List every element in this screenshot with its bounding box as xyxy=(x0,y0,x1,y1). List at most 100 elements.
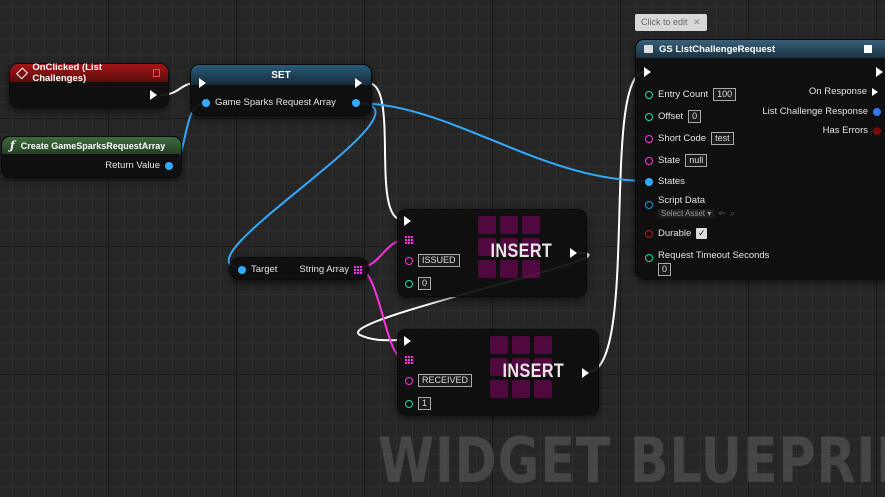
node-class-icon xyxy=(644,45,653,53)
entry-count-field[interactable]: 100 xyxy=(713,88,737,101)
array-wire xyxy=(227,102,377,269)
short-code-pin[interactable]: Short Code test xyxy=(645,132,734,145)
short-code-label: Short Code xyxy=(658,133,707,144)
return-value-pin[interactable]: Return Value xyxy=(105,160,173,171)
browse-search-icon[interactable]: ⌕ xyxy=(729,208,735,218)
object-pin-icon xyxy=(645,201,653,209)
bool-pin-icon xyxy=(645,229,653,238)
script-data-pin[interactable]: Script Data Select Asset ▾ ⇐ ⌕ xyxy=(645,195,735,219)
int-pin-icon xyxy=(645,112,653,121)
offset-label: Offset xyxy=(658,111,684,122)
return-value-label: Return Value xyxy=(105,160,160,171)
array-node-icon xyxy=(478,216,540,278)
string-pin-icon xyxy=(645,156,653,165)
entry-count-label: Entry Count xyxy=(658,89,709,100)
exec-out-pin[interactable] xyxy=(876,67,883,77)
array-pin-icon xyxy=(238,265,246,274)
use-selected-arrow-icon[interactable]: ⇐ xyxy=(718,208,726,218)
offset-field[interactable]: 0 xyxy=(688,110,702,123)
item-pin[interactable]: RECEIVED xyxy=(405,374,473,387)
delegate-pin-icon[interactable] xyxy=(152,69,161,77)
array-node-icon xyxy=(490,336,552,398)
entry-count-pin[interactable]: Entry Count 100 xyxy=(645,88,737,101)
has-errors-pin[interactable]: Has Errors xyxy=(823,125,881,136)
request-array-pin[interactable]: Game Sparks Request Array xyxy=(202,97,336,108)
int-pin-icon xyxy=(405,279,413,288)
insert-title: INSERT xyxy=(502,361,565,382)
create-array-function-node[interactable]: ƒ Create GameSparksRequestArray Return V… xyxy=(2,137,181,177)
chevron-down-icon: ▾ xyxy=(707,209,712,218)
item-value-field[interactable]: ISSUED xyxy=(418,254,460,267)
target-label: Target xyxy=(251,264,278,275)
index-pin[interactable]: 1 xyxy=(405,397,432,410)
function-icon: ƒ xyxy=(10,139,15,152)
durable-checkbox[interactable]: ✓ xyxy=(696,228,708,239)
exec-in-pin[interactable] xyxy=(404,216,411,226)
exec-in-pin[interactable] xyxy=(644,67,651,77)
select-asset-label: Select Asset xyxy=(661,209,706,218)
exec-out-pin[interactable] xyxy=(570,248,577,258)
durable-pin[interactable]: Durable ✓ xyxy=(645,228,708,239)
insert-title: INSERT xyxy=(490,241,553,262)
on-response-pin[interactable]: On Response xyxy=(809,86,878,97)
set-title: SET xyxy=(271,69,291,81)
insert-node-issued[interactable]: INSERT ISSUED 0 xyxy=(398,210,586,296)
request-timeout-pin[interactable]: Request Timeout Seconds 0 xyxy=(645,250,769,276)
target-array-pin[interactable] xyxy=(405,356,413,364)
insert-node-received[interactable]: INSERT RECEIVED 1 xyxy=(398,330,598,414)
gs-list-challenge-request-node[interactable]: GS ListChallengeRequest Entry Count 100 … xyxy=(636,40,885,278)
states-pin[interactable]: States xyxy=(645,176,685,187)
struct-member-get-node[interactable]: Target String Array xyxy=(230,258,368,279)
target-array-pin[interactable] xyxy=(405,236,413,244)
collapse-icon[interactable] xyxy=(864,45,872,53)
array-wire xyxy=(355,102,649,182)
exec-in-pin[interactable] xyxy=(199,78,206,88)
string-pin-icon xyxy=(645,134,653,143)
event-title: OnClicked (List Challenges) xyxy=(32,62,103,84)
exec-out-pin[interactable] xyxy=(582,368,589,378)
offset-pin[interactable]: Offset 0 xyxy=(645,110,702,123)
exec-out-pin[interactable] xyxy=(150,90,157,100)
state-field[interactable]: null xyxy=(685,154,708,167)
item-pin[interactable]: ISSUED xyxy=(405,254,460,267)
node-title: GS ListChallengeRequest xyxy=(659,43,776,55)
has-errors-label: Has Errors xyxy=(822,125,868,136)
bool-pin-icon xyxy=(873,126,881,135)
index-pin[interactable]: 0 xyxy=(405,277,432,290)
list-challenge-response-pin[interactable]: List Challenge Response xyxy=(762,106,881,117)
function-title: Create GameSparksRequestArray xyxy=(20,140,166,151)
string-pin-icon xyxy=(405,376,413,385)
int-pin-icon xyxy=(405,399,413,408)
exec-wire xyxy=(587,71,646,373)
object-pin-icon xyxy=(873,107,881,116)
short-code-field[interactable]: test xyxy=(711,132,734,145)
select-asset-dropdown[interactable]: Select Asset ▾ xyxy=(658,209,715,218)
set-variable-node[interactable]: SET Game Sparks Request Array xyxy=(191,65,371,115)
item-value-field[interactable]: RECEIVED xyxy=(418,374,473,387)
onclicked-event-node[interactable]: OnClicked (List Challenges) xyxy=(10,62,168,107)
request-array-out-pin[interactable] xyxy=(352,99,360,107)
index-value-field[interactable]: 0 xyxy=(418,277,432,290)
string-pin-icon xyxy=(405,256,413,265)
int-pin-icon xyxy=(645,90,653,99)
exec-in-pin[interactable] xyxy=(404,336,411,346)
array-pin-icon xyxy=(202,98,210,107)
durable-label: Durable xyxy=(658,228,692,239)
tooltip-text: Click to edit xyxy=(641,17,688,27)
exec-out-icon xyxy=(872,87,878,96)
list-challenge-response-label: List Challenge Response xyxy=(762,106,868,117)
request-array-label: Game Sparks Request Array xyxy=(215,97,336,108)
request-timeout-field[interactable]: 0 xyxy=(658,263,672,276)
int-pin-icon xyxy=(645,254,653,262)
state-pin[interactable]: State null xyxy=(645,154,708,167)
on-response-label: On Response xyxy=(808,86,867,97)
string-array-pin[interactable]: String Array xyxy=(299,264,362,275)
event-diamond-icon xyxy=(16,66,29,80)
string-array-icon xyxy=(354,265,362,274)
request-timeout-label: Request Timeout Seconds xyxy=(658,250,770,261)
close-icon[interactable]: ✕ xyxy=(693,17,701,27)
target-pin[interactable]: Target xyxy=(238,264,277,275)
exec-out-pin[interactable] xyxy=(355,78,362,88)
index-value-field[interactable]: 1 xyxy=(418,397,432,410)
script-data-label: Script Data xyxy=(658,195,705,206)
